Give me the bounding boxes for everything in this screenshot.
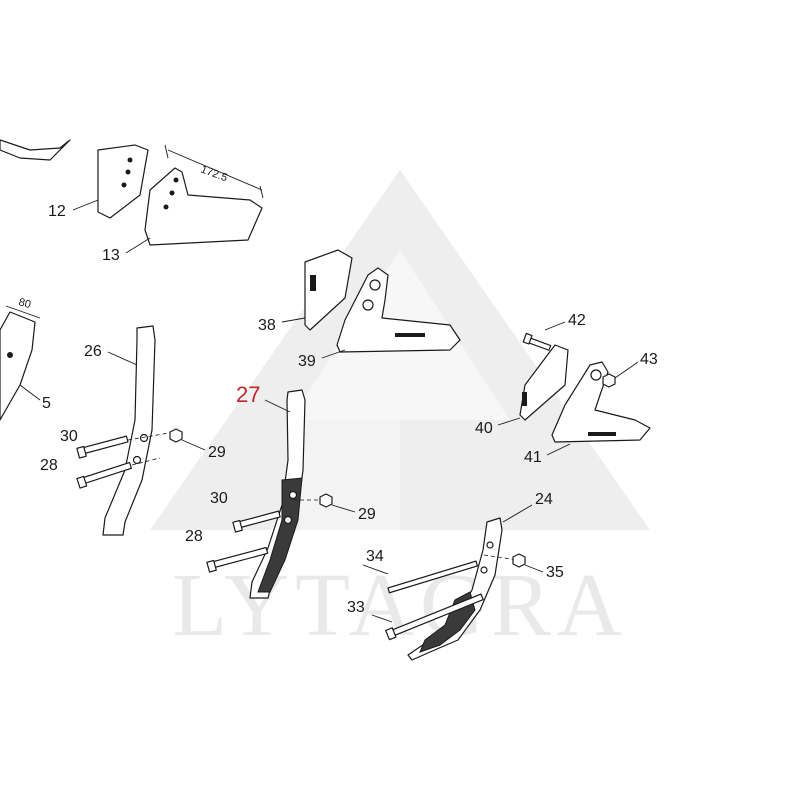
- dimension-172-5: 172.5: [199, 164, 229, 185]
- callout-40: 40: [475, 420, 493, 437]
- bolt-30-left: [76, 435, 129, 459]
- callout-30-left: 30: [60, 428, 78, 445]
- callout-27-highlighted: 27: [236, 382, 260, 407]
- nut-43: [602, 373, 616, 388]
- watermark-text: LYTAGRA: [172, 556, 628, 655]
- callout-29-center: 29: [358, 506, 376, 523]
- callout-41: 41: [524, 449, 542, 466]
- bolt-42: [522, 332, 552, 351]
- callout-28-center: 28: [185, 528, 203, 545]
- callout-33: 33: [347, 599, 365, 616]
- callout-35: 35: [546, 564, 564, 581]
- callout-28-left: 28: [40, 457, 58, 474]
- bolt-28-left: [76, 461, 133, 489]
- callout-39: 39: [298, 353, 316, 370]
- bolt-33: [385, 593, 484, 641]
- callout-24: 24: [535, 491, 553, 508]
- nut-35: [512, 553, 526, 568]
- callout-34: 34: [366, 548, 384, 565]
- callout-29-left: 29: [208, 444, 226, 461]
- callout-43: 43: [640, 351, 658, 368]
- part-5-share: [0, 305, 41, 421]
- nut-29-center: [319, 493, 333, 508]
- callout-30-center: 30: [210, 490, 228, 507]
- part-39-share: [336, 267, 461, 353]
- callout-12: 12: [48, 203, 66, 220]
- bolt-34: [387, 560, 479, 594]
- part-26-tine: [102, 325, 156, 536]
- bolt-28-center: [206, 546, 269, 573]
- callout-13: 13: [102, 247, 120, 264]
- callout-5: 5: [42, 395, 51, 412]
- callout-26: 26: [84, 343, 102, 360]
- part-38-bracket: [304, 249, 353, 331]
- part-12-bracket: [0, 139, 149, 219]
- bolt-30-center: [232, 510, 281, 533]
- part-27-tine: [249, 389, 306, 599]
- part-41-share: [551, 361, 651, 443]
- part-13-share: [144, 144, 264, 246]
- nut-29-left: [169, 428, 183, 443]
- dimension-80: 80: [17, 296, 32, 311]
- part-40-bracket: [519, 344, 569, 421]
- callout-38: 38: [258, 317, 276, 334]
- callout-42: 42: [568, 312, 586, 329]
